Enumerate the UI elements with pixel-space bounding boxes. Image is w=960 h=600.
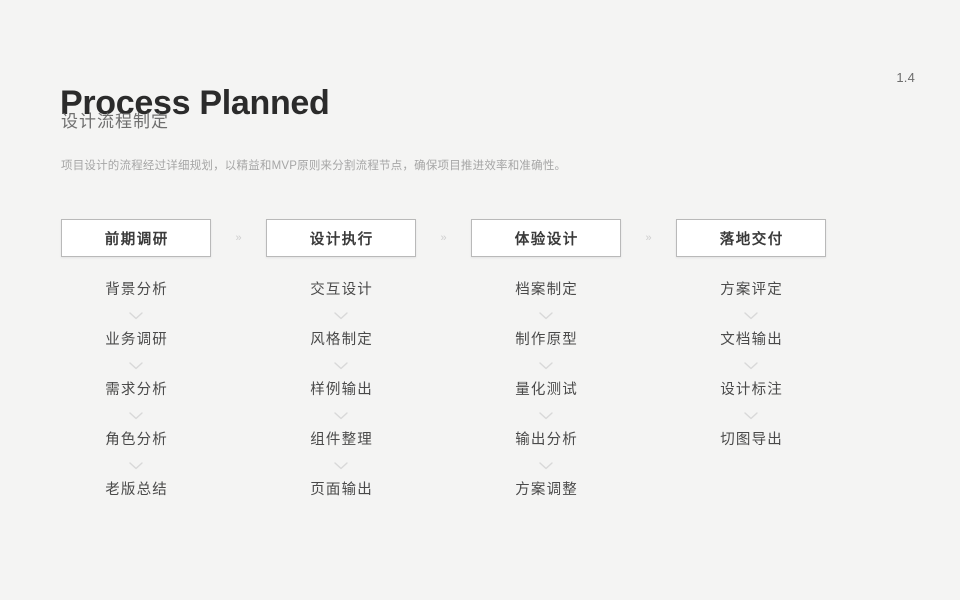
chevron-down-icon	[471, 403, 621, 428]
phase-box-label: 落地交付	[719, 231, 784, 248]
task-item[interactable]: 方案评定	[720, 282, 783, 298]
task-item[interactable]: 组件整理	[310, 432, 373, 448]
phase-box[interactable]: 体验设计	[471, 219, 621, 257]
phase-box-row: 前期调研 » 设计执行 » 体验设计 » 落地交付	[61, 219, 901, 259]
page-description: 项目设计的流程经过详细规划，以精益和MVP原则来分割流程节点，确保项目推进效率和…	[61, 160, 567, 172]
chevron-down-icon	[266, 453, 416, 478]
phase-arrow-icon: »	[235, 232, 241, 244]
chevron-down-icon	[61, 453, 211, 478]
phase-box-label: 体验设计	[514, 231, 579, 248]
task-item[interactable]: 输出分析	[515, 432, 578, 448]
chevron-down-icon	[471, 303, 621, 328]
chevron-down-icon	[471, 453, 621, 478]
chevron-down-icon	[61, 303, 211, 328]
task-item[interactable]: 设计标注	[720, 382, 783, 398]
chevron-down-icon	[61, 403, 211, 428]
phase-box[interactable]: 设计执行	[266, 219, 416, 257]
page-title: Process Planned	[60, 83, 330, 122]
phase-arrow-icon: »	[440, 232, 446, 244]
task-item[interactable]: 风格制定	[310, 332, 373, 348]
phase-box[interactable]: 落地交付	[676, 219, 826, 257]
task-item[interactable]: 样例输出	[310, 382, 373, 398]
task-column: 背景分析业务调研需求分析角色分析老版总结	[61, 278, 211, 503]
task-item[interactable]: 背景分析	[105, 282, 168, 298]
task-item[interactable]: 需求分析	[105, 382, 168, 398]
chevron-down-icon	[266, 403, 416, 428]
chevron-down-icon	[676, 403, 826, 428]
page-subtitle: 设计流程制定	[61, 112, 169, 131]
phase-box[interactable]: 前期调研	[61, 219, 211, 257]
task-item[interactable]: 切图导出	[720, 432, 783, 448]
page-number: 1.4	[896, 70, 915, 85]
task-column: 交互设计风格制定样例输出组件整理页面输出	[266, 278, 416, 503]
chevron-down-icon	[266, 303, 416, 328]
task-item[interactable]: 方案调整	[515, 482, 578, 498]
chevron-down-icon	[676, 353, 826, 378]
task-item[interactable]: 角色分析	[105, 432, 168, 448]
phase-box-label: 前期调研	[104, 231, 169, 248]
task-item[interactable]: 制作原型	[515, 332, 578, 348]
task-item[interactable]: 老版总结	[105, 482, 168, 498]
chevron-down-icon	[676, 303, 826, 328]
task-item[interactable]: 量化测试	[515, 382, 578, 398]
task-item[interactable]: 业务调研	[105, 332, 168, 348]
task-column: 档案制定制作原型量化测试输出分析方案调整	[471, 278, 621, 503]
task-item[interactable]: 文档输出	[720, 332, 783, 348]
task-column: 方案评定文档输出设计标注切图导出	[676, 278, 826, 453]
chevron-down-icon	[266, 353, 416, 378]
task-item[interactable]: 交互设计	[310, 282, 373, 298]
phase-box-label: 设计执行	[309, 231, 374, 248]
phase-arrow-icon: »	[645, 232, 651, 244]
task-item[interactable]: 档案制定	[515, 282, 578, 298]
chevron-down-icon	[471, 353, 621, 378]
task-item[interactable]: 页面输出	[310, 482, 373, 498]
chevron-down-icon	[61, 353, 211, 378]
